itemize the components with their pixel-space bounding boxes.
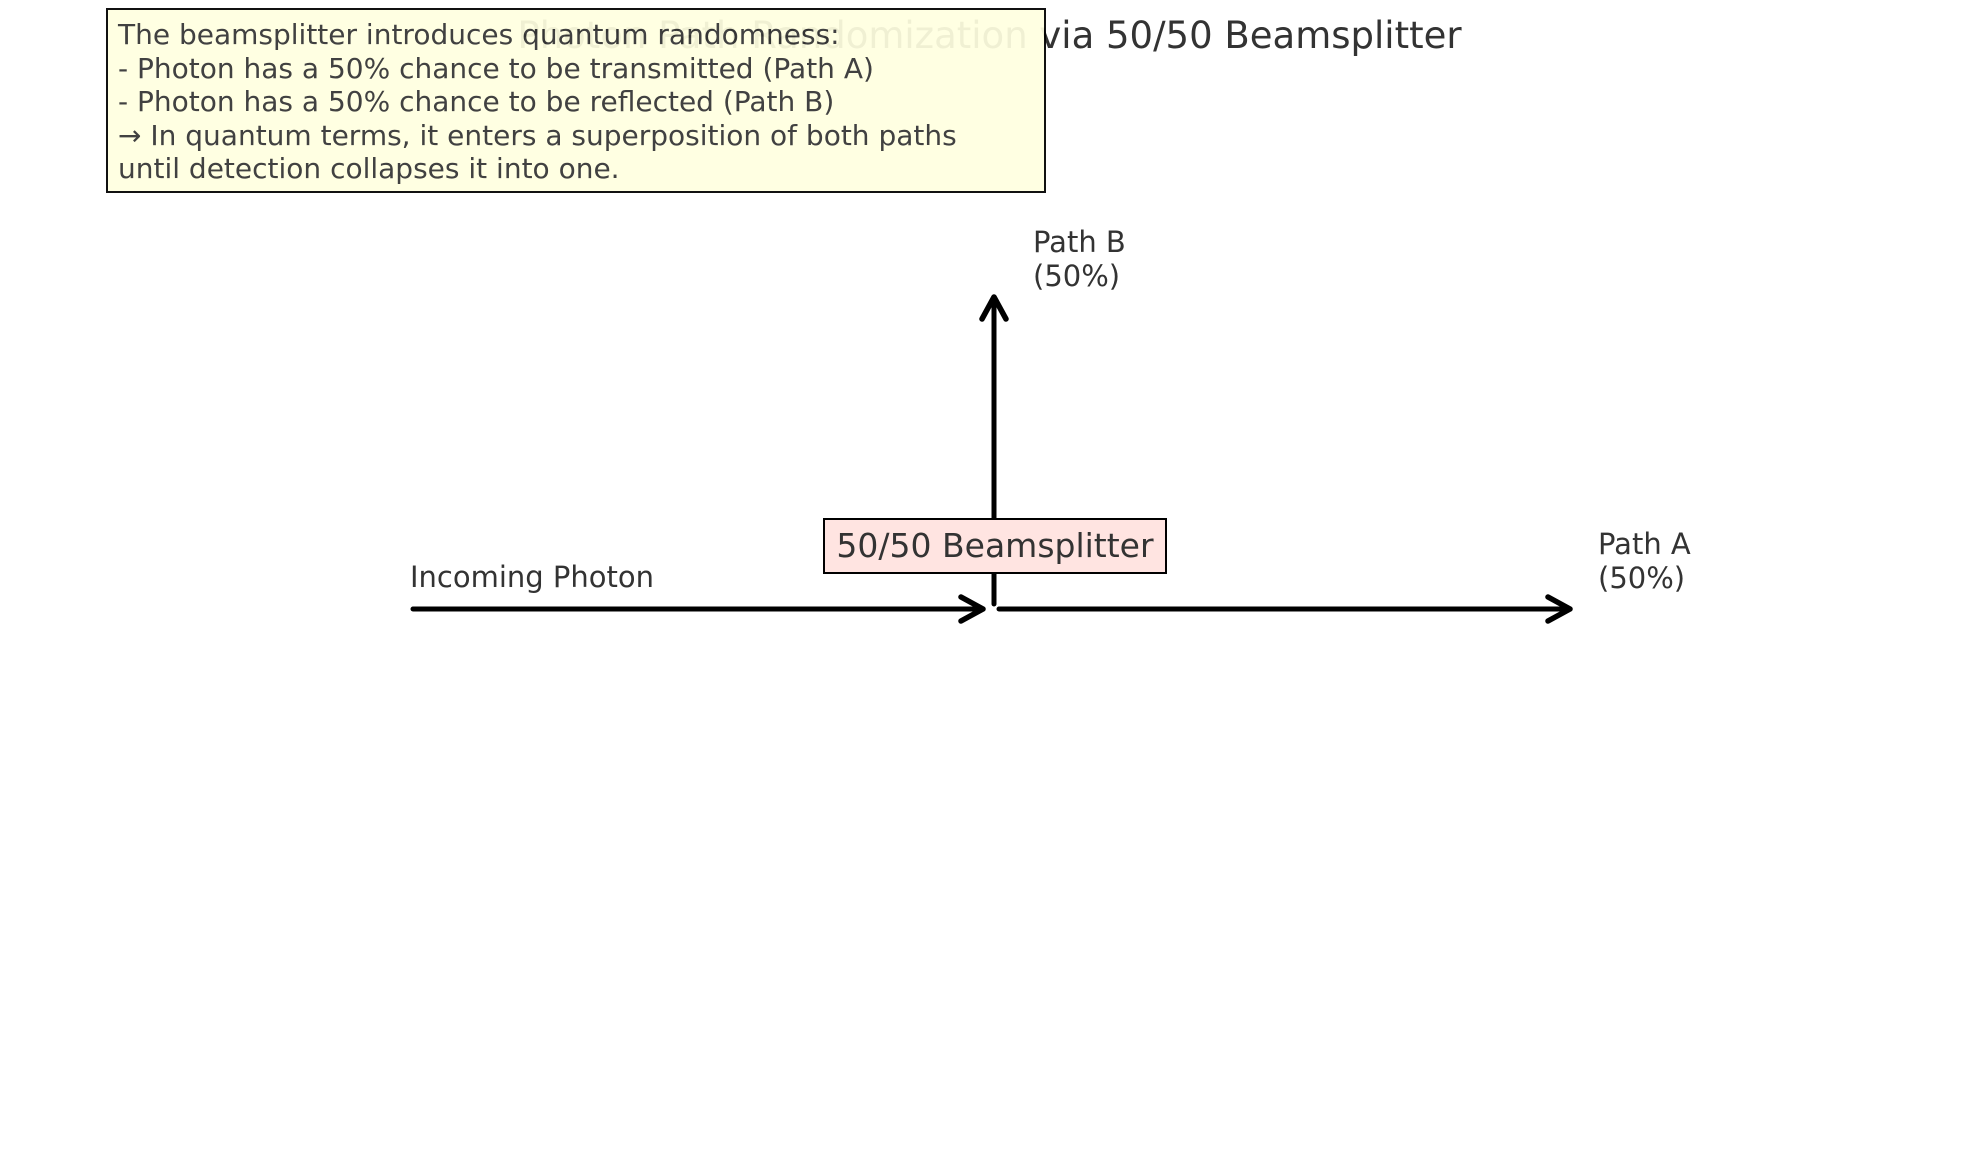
note-line: → In quantum terms, it enters a superpos… xyxy=(118,118,957,152)
incoming-photon-label: Incoming Photon xyxy=(410,560,654,594)
path-a-name: Path A xyxy=(1598,527,1691,561)
incoming-photon-text: Incoming Photon xyxy=(410,560,655,594)
path-a-label: Path A (50%) xyxy=(1598,527,1691,595)
note-line: The beamsplitter introduces quantum rand… xyxy=(118,18,840,51)
note-line: until detection collapses it into one. xyxy=(118,152,620,185)
beamsplitter-box: 50/50 Beamsplitter xyxy=(823,518,1167,574)
path-a-probability: (50%) xyxy=(1598,561,1686,595)
path-b-probability: (50%) xyxy=(1033,259,1121,293)
note-line: - Photon has a 50% chance to be reflecte… xyxy=(118,85,835,118)
note-line: - Photon has a 50% chance to be transmit… xyxy=(118,51,874,85)
path-b-label: Path B (50%) xyxy=(1033,225,1126,293)
path-b-name: Path B xyxy=(1033,225,1126,259)
explanation-note: The beamsplitter introduces quantum rand… xyxy=(106,8,1046,193)
